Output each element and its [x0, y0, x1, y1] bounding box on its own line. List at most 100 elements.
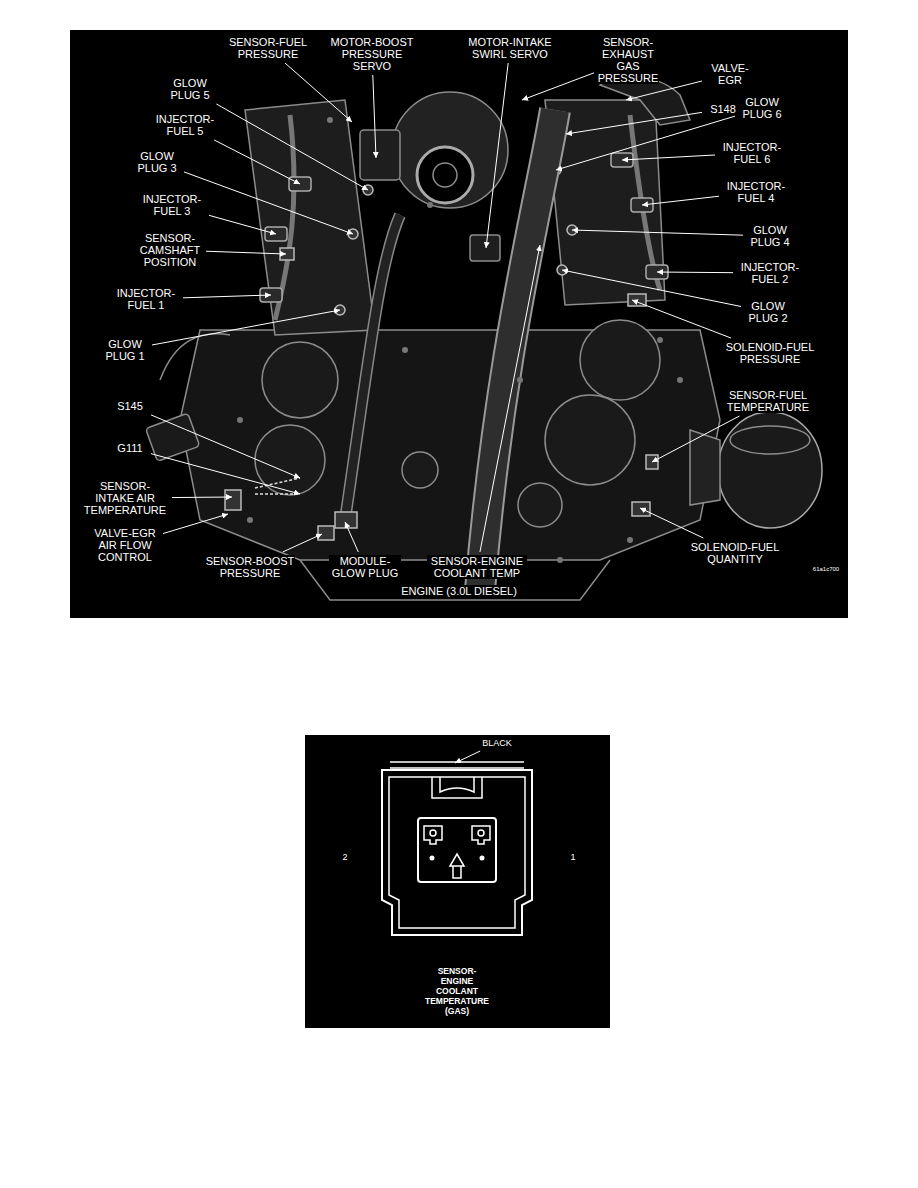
bolt — [627, 537, 633, 543]
leader-line — [455, 751, 480, 763]
turbo-hub — [433, 163, 457, 187]
bolt — [237, 117, 683, 563]
connector-latch — [432, 777, 482, 798]
leader-line — [556, 116, 735, 170]
bolt — [517, 377, 523, 383]
callout-label: INJECTOR- FUEL 6 — [718, 141, 786, 165]
terminal — [478, 830, 484, 836]
coolant-pipe — [345, 215, 400, 520]
splice-wire — [255, 478, 300, 494]
hose — [160, 334, 230, 380]
leader-line — [640, 508, 703, 538]
callout-label: INJECTOR- FUEL 4 — [722, 180, 790, 204]
callout-label: INJECTOR- FUEL 5 — [151, 113, 219, 137]
splice-label: S145 — [112, 400, 148, 412]
pulley — [518, 483, 562, 527]
leader-line — [622, 155, 715, 160]
dot — [481, 857, 484, 860]
turbo-inlet — [417, 147, 473, 203]
pulley — [580, 320, 660, 400]
leader-line — [163, 514, 228, 534]
connector-latch — [390, 762, 524, 768]
leader-line — [642, 196, 719, 205]
leader-line — [480, 245, 540, 552]
callout-label: GLOW PLUG 1 — [101, 338, 149, 362]
callout-label: GLOW PLUG 6 — [738, 96, 786, 120]
color-label: BLACK — [478, 738, 516, 748]
sensor-body — [318, 526, 334, 540]
leader-line — [652, 416, 739, 462]
leader-line — [172, 497, 232, 499]
coolant-pipe — [345, 215, 400, 520]
polarizing-key — [450, 854, 464, 878]
callout-label: SENSOR- EXHAUST GAS PRESSURE — [597, 36, 659, 84]
callout-label: SENSOR-BOOST PRESSURE — [205, 555, 295, 579]
oil-filter — [718, 412, 822, 528]
leader-line — [214, 140, 300, 184]
bolt — [237, 417, 243, 423]
figure-caption: ENGINE (3.0L DIESEL) — [348, 585, 570, 597]
leader-line — [283, 534, 322, 552]
callout-label: SENSOR-ENGINE COOLANT TEMP — [427, 555, 527, 579]
callout-label: SENSOR- CAMSHAFT POSITION — [137, 232, 203, 268]
terminal — [430, 830, 436, 836]
leader-line — [216, 104, 368, 190]
callout-label: MOTOR-INTAKE SWIRL SERVO — [466, 36, 554, 60]
turbocharger — [392, 92, 508, 208]
bolt — [327, 117, 333, 123]
illustration-ground — [70, 30, 848, 618]
connector-drawing — [382, 762, 532, 935]
pulley — [545, 395, 635, 485]
bolt — [677, 377, 683, 383]
leader-line — [486, 63, 508, 248]
leader-line — [632, 300, 731, 338]
leader-line — [522, 73, 594, 100]
leader-line — [657, 272, 733, 274]
splice-label: S148 — [705, 103, 741, 115]
callout-label: INJECTOR- FUEL 2 — [736, 261, 804, 285]
connector-body — [389, 777, 525, 928]
pulley — [262, 342, 338, 418]
sensor-body — [225, 490, 241, 510]
callout-label: VALVE-EGR AIR FLOW CONTROL — [90, 527, 160, 563]
leader-line — [373, 75, 376, 158]
fuel-rail — [630, 115, 660, 290]
filter-housing — [690, 430, 720, 505]
connector-cavity — [418, 818, 496, 882]
leader-line — [151, 454, 300, 494]
bolt — [247, 517, 253, 523]
bolt — [657, 337, 663, 343]
leader-line — [566, 112, 702, 134]
callout-label: GLOW PLUG 3 — [133, 150, 181, 174]
callout-label: GLOW PLUG 5 — [166, 77, 214, 101]
leader-lines — [151, 63, 743, 763]
ground-label: G111 — [112, 442, 148, 454]
swirl-servo — [470, 235, 500, 261]
connector-title: SENSOR- ENGINE COOLANT TEMPERATURE (GAS) — [422, 966, 492, 1016]
callout-label: SENSOR- INTAKE AIR TEMPERATURE — [81, 480, 169, 516]
callout-label: SENSOR-FUEL TEMPERATURE — [723, 389, 813, 413]
pulley — [402, 452, 438, 488]
callout-label: SOLENOID-FUEL QUANTITY — [686, 541, 784, 565]
drawing-id: 61a1c700 — [806, 566, 846, 573]
bolt — [557, 557, 563, 563]
glow-plug-module — [335, 512, 357, 528]
callout-label: SENSOR-FUEL PRESSURE — [227, 36, 309, 60]
leader-line — [183, 295, 271, 298]
callout-label: GLOW PLUG 4 — [746, 224, 794, 248]
pin-number: 1 — [566, 852, 580, 862]
leader-line — [209, 215, 276, 234]
leader-line — [572, 230, 743, 235]
leader-line — [562, 270, 741, 306]
leader-line — [345, 522, 358, 552]
connector-ground — [305, 735, 610, 1028]
callout-label: GLOW PLUG 2 — [744, 300, 792, 324]
callout-label: INJECTOR- FUEL 1 — [112, 287, 180, 311]
cylinder-head — [245, 100, 375, 335]
dot — [431, 857, 434, 860]
callout-label: VALVE- EGR — [705, 62, 755, 86]
leader-line — [184, 172, 353, 234]
terminal — [424, 826, 490, 844]
leader-line — [151, 415, 300, 478]
